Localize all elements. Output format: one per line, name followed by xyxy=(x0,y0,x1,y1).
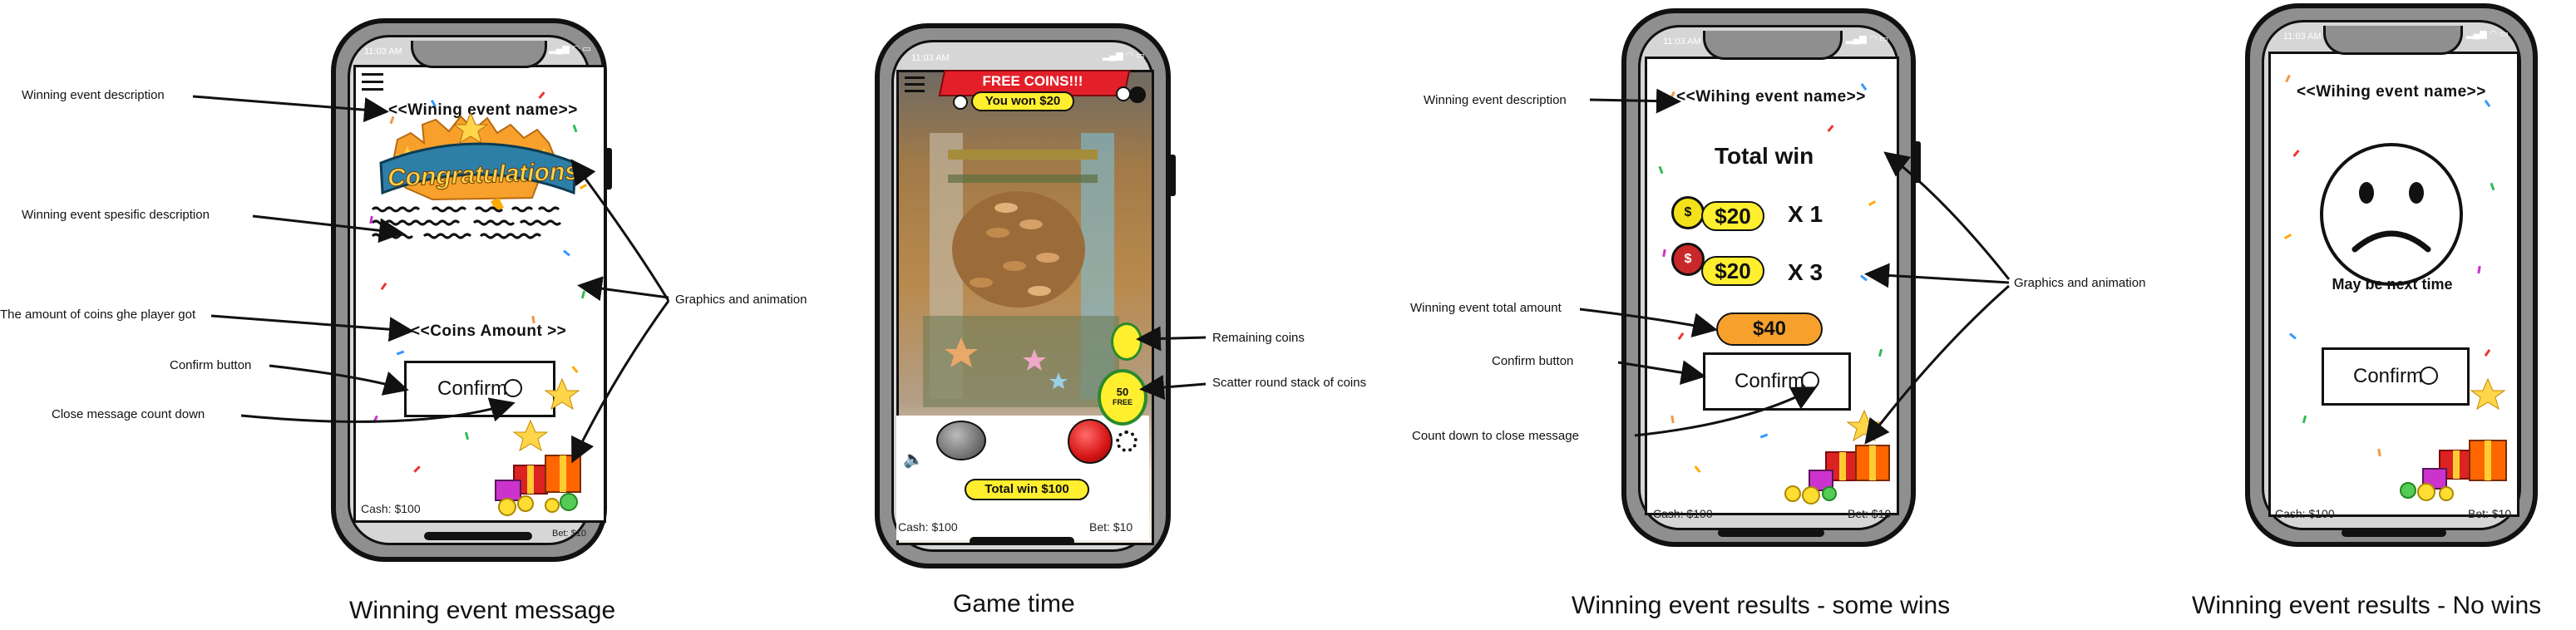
arrow-specific-description xyxy=(252,214,404,244)
arrow-coins-amount xyxy=(210,314,414,342)
arrow-scatter xyxy=(1139,375,1207,401)
status-time: 11:03 AM xyxy=(364,47,402,57)
annotation-winning-event-description: Winning event description xyxy=(1424,93,1567,107)
settings-gear-icon[interactable] xyxy=(1116,431,1137,452)
total-win-pill: Total win $100 xyxy=(965,479,1089,500)
confirm-button[interactable]: Confirm xyxy=(1703,352,1851,411)
arrow-description-3 xyxy=(1589,88,1681,114)
no-win-message: May be next time xyxy=(2332,276,2453,293)
status-icons: ▂▄▆ ◠ ▭ xyxy=(549,44,591,54)
status-icons: ▂▄▆ ◠ ▭ xyxy=(1103,51,1145,61)
footer-bet: Bet: $10 xyxy=(552,529,586,539)
annotation-specific-description: Winning event spesific description xyxy=(22,208,210,222)
status-time: 11:03 AM xyxy=(911,53,950,63)
arrow-confirm-button xyxy=(269,364,409,396)
annotation-remaining-coins: Remaining coins xyxy=(1212,331,1305,345)
confirm-button-label: Confirm xyxy=(437,377,507,400)
footer-bet: Bet: $10 xyxy=(2468,507,2512,520)
arrow-total-amount xyxy=(1579,308,1718,338)
annotation-total-amount: Winning event total amount xyxy=(1410,301,1562,315)
confirm-button[interactable]: Confirm xyxy=(2322,347,2470,406)
status-time: 11:03 AM xyxy=(2283,32,2322,42)
status-icons: ▂▄▆ ◠ ▭ xyxy=(1846,34,1888,44)
annotation-countdown-to-close: Count down to close message xyxy=(1412,429,1579,443)
arrow-confirm-3 xyxy=(1617,360,1706,386)
annotation-winning-event-description: Winning event description xyxy=(22,88,165,102)
hamburger-menu-icon[interactable] xyxy=(362,73,383,91)
annotation-graphics-animation: Graphics and animation xyxy=(675,293,807,307)
footer-cash: Cash: $100 xyxy=(898,520,958,534)
arrow-description xyxy=(192,95,389,123)
caption-winning-event-message: Winning event message xyxy=(349,597,616,624)
caption-game-time: Game time xyxy=(953,590,1075,618)
win-row-2-chip-icon: $ xyxy=(1671,243,1705,276)
annotation-scatter-round: Scatter round stack of coins xyxy=(1212,376,1367,390)
arrow-graphics-3a xyxy=(1883,151,2011,280)
arrow-graphics-3c xyxy=(1864,284,2010,445)
phone-side-button xyxy=(1912,141,1921,183)
footer-cash: Cash: $100 xyxy=(361,502,421,515)
event-name-title: <<Wihing event name>> xyxy=(2297,83,2486,101)
push-button-gray[interactable] xyxy=(936,421,986,460)
event-name-title: <<Wining event name>> xyxy=(388,101,578,119)
home-indicator xyxy=(970,537,1074,545)
annotation-coins-amount: The amount of coins ghe player got xyxy=(0,308,196,322)
total-win-title: Total win xyxy=(1715,143,1814,169)
drop-coin-button-red[interactable] xyxy=(1068,419,1113,464)
arrow-countdown xyxy=(240,397,516,423)
win-row-2-multiplier: X 3 xyxy=(1788,259,1823,285)
annotation-graphics-animation: Graphics and animation xyxy=(2014,276,2146,290)
free-coins-text: FREE COINS!!! xyxy=(982,73,1083,89)
footer-bet: Bet: $10 xyxy=(1089,520,1133,534)
status-icons: ▂▄▆ ◠ ▭ xyxy=(2466,29,2509,39)
confirm-button-label: Confirm xyxy=(2352,365,2423,387)
caption-some-wins: Winning event results - some wins xyxy=(1572,592,1951,619)
you-won-pill: You won $20 xyxy=(971,91,1074,111)
user-profile-icon[interactable] xyxy=(1129,86,1146,103)
caption-no-wins: Winning event results - No wins xyxy=(2192,592,2542,619)
phone-notch xyxy=(1703,31,1843,60)
arrow-remaining-coins xyxy=(1136,326,1207,352)
phone-notch xyxy=(2323,26,2463,55)
coins-amount-placeholder: <<Coins Amount >> xyxy=(411,322,567,340)
arrow-countdown-3 xyxy=(1634,386,1818,437)
hamburger-menu-icon[interactable] xyxy=(905,76,925,93)
countdown-timer-icon xyxy=(2420,366,2438,385)
win-row-1-chip-icon: $ xyxy=(1671,196,1705,229)
phone-side-button xyxy=(604,148,612,189)
home-indicator xyxy=(2342,529,2446,537)
arrow-graphics-3 xyxy=(571,300,670,464)
arrow-graphics-1 xyxy=(570,159,670,302)
scatter-value: 50 xyxy=(1116,386,1129,398)
confirm-button[interactable]: Confirm xyxy=(404,361,555,417)
countdown-timer-icon xyxy=(504,378,522,397)
arrow-graphics-2 xyxy=(577,276,669,302)
annotation-confirm-button: Confirm button xyxy=(1492,354,1574,368)
annotation-close-countdown: Close message count down xyxy=(52,407,205,421)
footer-cash: Cash: $100 xyxy=(2275,507,2335,520)
home-indicator xyxy=(424,532,532,540)
clock-icon xyxy=(953,95,968,110)
arrow-graphics-3b xyxy=(1864,263,2010,288)
scatter-tag: FREE xyxy=(1112,398,1133,406)
phone-side-button xyxy=(1167,155,1176,196)
win-row-1-multiplier: X 1 xyxy=(1788,201,1823,227)
footer-cash: Cash: $100 xyxy=(1653,507,1713,520)
speaker-icon[interactable]: 🔈 xyxy=(903,450,924,469)
status-time: 11:03 AM xyxy=(1663,37,1701,47)
win-row-2-amount: $20 xyxy=(1701,256,1764,286)
annotation-confirm-button: Confirm button xyxy=(170,358,252,372)
win-row-1-amount: $20 xyxy=(1701,201,1764,231)
footer-bet: Bet: $10 xyxy=(1848,507,1892,520)
home-indicator xyxy=(1718,529,1824,537)
event-name-title: <<Wihing event name>> xyxy=(1676,88,1866,106)
